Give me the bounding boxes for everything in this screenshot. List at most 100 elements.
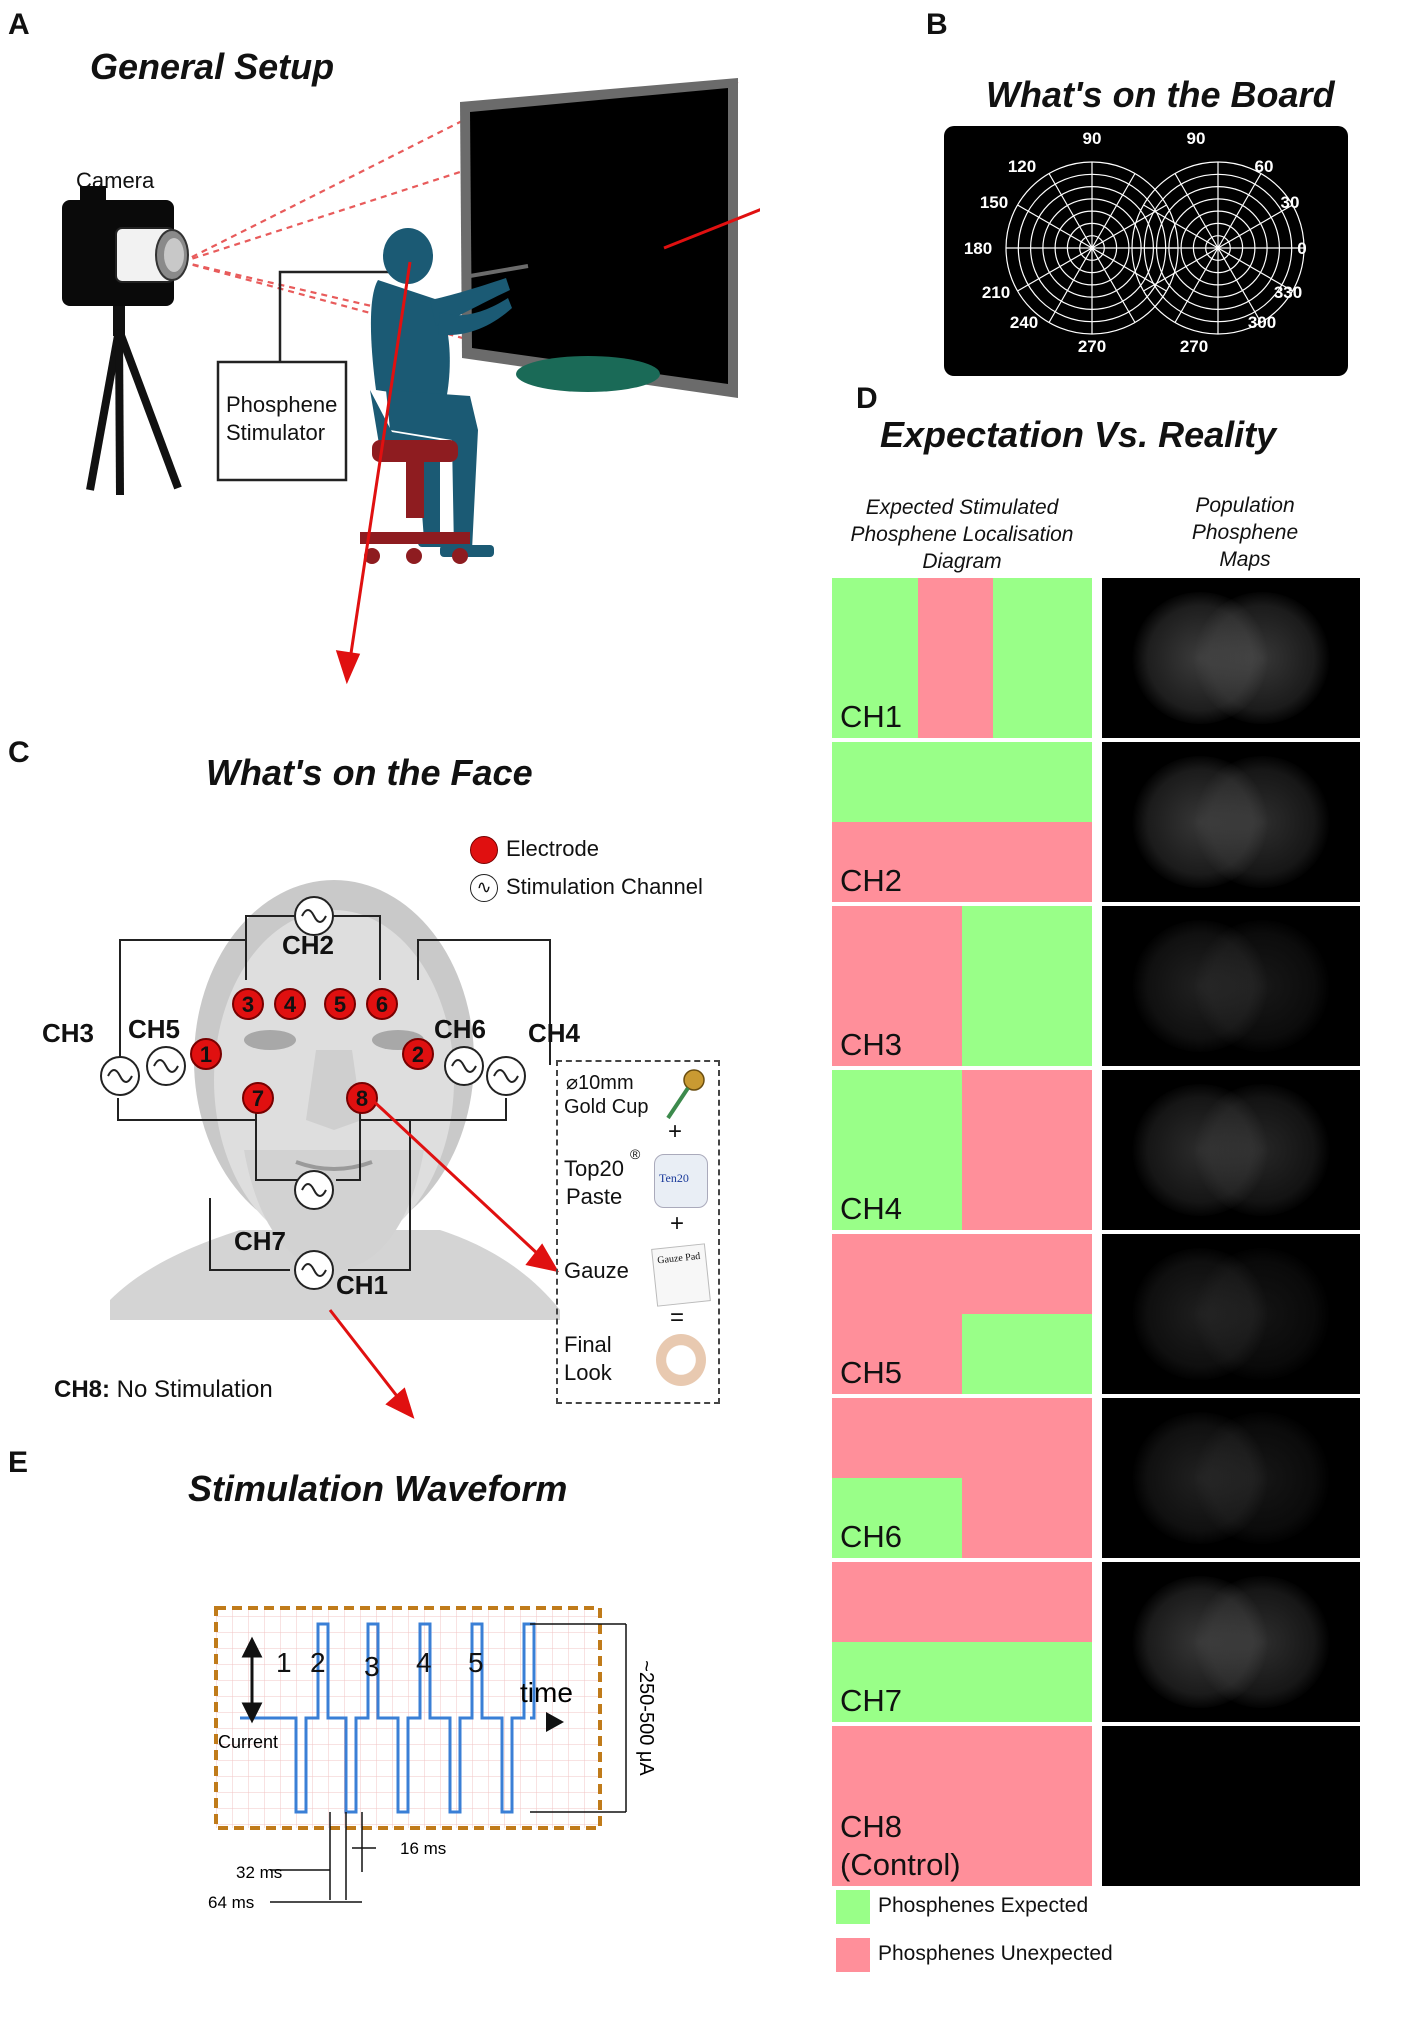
expected-diagram-cell: CH8 (Control) (832, 1726, 1092, 1886)
arrows-c (328, 1094, 560, 1419)
angle-label: 0 (1297, 239, 1306, 258)
electrode-number: 6 (376, 992, 388, 1017)
panel-letter-e: E (8, 1446, 29, 1479)
current-arrow-icon (241, 1636, 263, 1724)
angle-label: 270 (1180, 337, 1208, 356)
electrode-number: 3 (242, 992, 254, 1017)
phosphene-glow (1193, 756, 1330, 888)
unexpected-region (832, 906, 962, 1066)
expected-diagram-cell: CH2 (832, 742, 1092, 902)
legend-channel-label: Stimulation Channel (506, 874, 703, 899)
panel-letter-d: D (856, 382, 878, 415)
col2-header-line2: Phosphene (1191, 521, 1299, 544)
head-illustration (110, 880, 560, 1320)
angle-label: 180 (964, 239, 992, 258)
electrode-number: 5 (334, 992, 346, 1017)
phosphene-glow (1193, 1412, 1330, 1544)
channel-row-label: CH2 (840, 863, 903, 898)
col1-header: Expected Stimulated Phosphene Localisati… (832, 494, 1092, 575)
unexpected-region (832, 822, 1092, 902)
electrode-marker (366, 988, 398, 1020)
pulse-number-5: 5 (468, 1647, 484, 1678)
pulse-number-2: 2 (310, 1647, 326, 1678)
channel-labels: CH2 CH3 CH5 CH6 CH4 CH7 CH1 (42, 930, 581, 1300)
electrode-marker (346, 1082, 378, 1114)
paste-label-1: Top20 (564, 1156, 624, 1181)
expected-diagram-cell: CH1 (832, 578, 1092, 738)
phosphene-glow (1132, 1248, 1269, 1380)
channel-row-label: CH6 (840, 1519, 903, 1554)
phosphene-glow (1132, 756, 1269, 888)
setup-illustration (62, 78, 760, 685)
gauze-label: Gauze (564, 1258, 629, 1283)
electrode-marker (324, 988, 356, 1020)
ch2-label: CH2 (282, 930, 334, 960)
col1-header-line2: Phosphene Localisation (850, 523, 1074, 546)
col2-header-line1: Population (1195, 494, 1295, 517)
legend-electrode-label: Electrode (506, 836, 599, 861)
unexpected-region (832, 1234, 1092, 1314)
channel-row-label: CH7 (840, 1683, 903, 1718)
timing-16: 16 ms (400, 1839, 446, 1858)
plus-1: + (668, 1118, 683, 1145)
unexpected-region (917, 578, 994, 738)
legend-expected-label: Phosphenes Expected (878, 1894, 1089, 1917)
stimulator-wire (278, 270, 402, 362)
electrode-marker (232, 988, 264, 1020)
electrode-marker (402, 1038, 434, 1070)
panel-a-title: General Setup (90, 46, 335, 87)
expected-region (832, 742, 1092, 822)
expected-diagram-cell: CH5 (832, 1234, 1092, 1394)
unexpected-region (832, 1562, 1092, 1642)
electrode-marker (274, 988, 306, 1020)
angle-label: 30 (1281, 193, 1300, 212)
expected-diagram-cell: CH7 (832, 1562, 1092, 1722)
gauze-pad-icon: Gauze Pad (651, 1243, 711, 1307)
pulse-number-1: 1 (276, 1647, 292, 1678)
pulse-number-4: 4 (416, 1647, 432, 1678)
ch8-text: No Stimulation (110, 1376, 273, 1403)
waveform-frame (214, 1606, 602, 1830)
panel-letter-c: C (8, 736, 30, 769)
electrode-number: 8 (356, 1086, 368, 1111)
electrode-marker (190, 1038, 222, 1070)
ch5-label: CH5 (128, 1014, 180, 1044)
materials-box: ⌀10mm Gold Cup + Top20 ® Paste Ten20 + G… (556, 1060, 720, 1404)
population-phosphene-map (1102, 1398, 1360, 1558)
panel-d-title: Expectation Vs. Reality (880, 414, 1277, 455)
phosphene-glow (1132, 1412, 1269, 1544)
population-phosphene-map (1102, 1562, 1360, 1722)
angle-label: 330 (1274, 283, 1302, 302)
legend-expected-swatch (836, 1890, 870, 1924)
phosphene-glow (1193, 1248, 1330, 1380)
pen-icon (469, 264, 529, 278)
gold-cup-label-2: Gold Cup (564, 1096, 649, 1118)
expected-diagram-cell: CH4 (832, 1070, 1092, 1230)
pulse-numbers: 1 2 3 4 5 (276, 1647, 484, 1682)
electrode-number: 7 (252, 1086, 264, 1111)
panel-letter-a: A (8, 8, 30, 41)
ch4-label: CH4 (528, 1018, 581, 1048)
final-look-icon (656, 1334, 706, 1386)
ch3-label: CH3 (42, 1018, 94, 1048)
angle-label: 270 (1078, 337, 1106, 356)
ch8-bold: CH8: (54, 1376, 111, 1403)
final-label-2: Look (564, 1360, 612, 1385)
phosphene-glow (1132, 1576, 1269, 1708)
angle-label: 60 (1255, 157, 1274, 176)
amplitude-bracket (530, 1623, 627, 1813)
ch7-label: CH7 (234, 1226, 286, 1256)
electrode-number: 4 (284, 992, 297, 1017)
plus-2: + (670, 1210, 685, 1237)
phosphene-glow (1193, 1576, 1330, 1708)
phosphene-glow (1132, 592, 1269, 724)
electrode-number: 2 (412, 1042, 424, 1067)
expected-diagram-cell: CH6 (832, 1398, 1092, 1558)
phosphene-glow (1193, 920, 1330, 1052)
col1-header-line1: Expected Stimulated (865, 496, 1059, 519)
col2-header-line3: Maps (1219, 548, 1271, 571)
channel-row-label: CH8 (Control) (840, 1809, 961, 1882)
current-label: Current (218, 1732, 278, 1752)
